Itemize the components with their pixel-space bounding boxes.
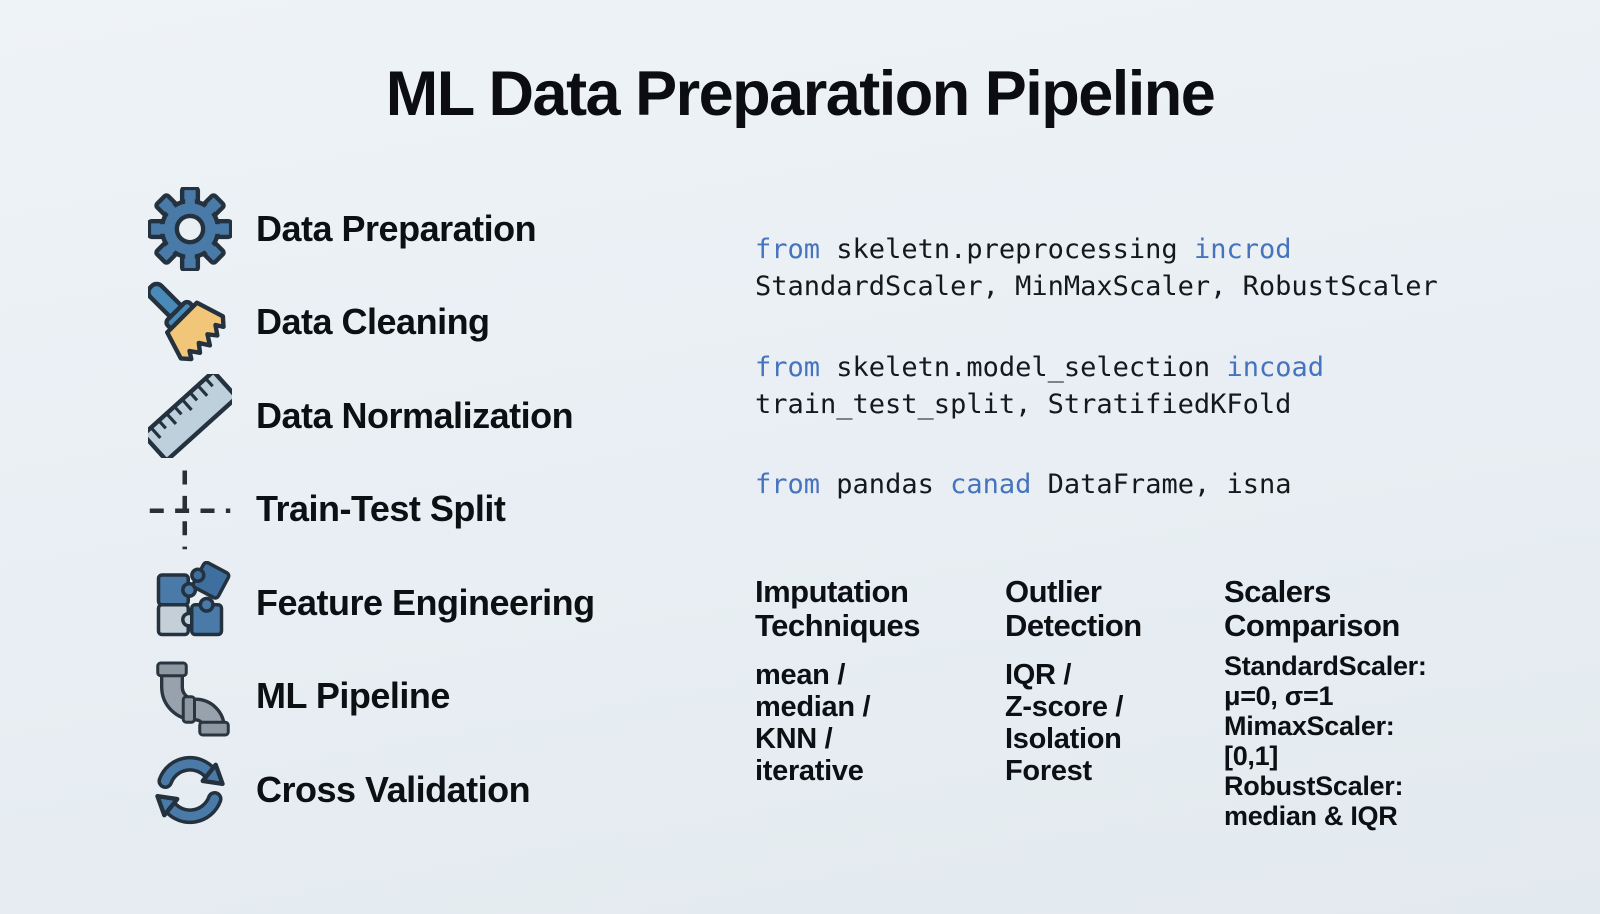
column-line: KNN / [755, 723, 833, 755]
pipeline-item-data-normalization: Data Normalization [148, 369, 595, 463]
column-line: median / [755, 691, 871, 723]
pipeline-item-label: Data Normalization [256, 394, 574, 436]
pipeline-item-feature-engineering: Feature Engineering [148, 556, 595, 650]
column-body: mean / median / KNN / iterative [755, 659, 1000, 787]
column-line: Forest [1005, 755, 1092, 787]
sync-arrows-icon [148, 748, 232, 832]
column-line: Isolation [1005, 723, 1122, 755]
code-module: pandas [836, 469, 934, 500]
pipeline-item-ml-pipeline: ML Pipeline [148, 650, 595, 744]
pipeline-item-train-test-split: Train-Test Split [148, 463, 595, 557]
column-scalers-comparison: Scalers Comparison StandardScaler: μ=0, … [1224, 574, 1494, 832]
column-header: Scalers Comparison [1224, 574, 1400, 643]
code-keyword: from [755, 352, 821, 383]
split-crosshair-icon [148, 467, 232, 551]
column-body: StandardScaler: μ=0, σ=1 MimaxScaler: [0… [1224, 651, 1494, 831]
column-line: IQR / [1005, 659, 1072, 691]
code-block-preprocessing: from skeletn.preprocessing incrod Standa… [755, 231, 1438, 305]
code-block-pandas: from pandas canad DataFrame, isna [755, 466, 1292, 503]
column-header: Imputation Techniques [755, 574, 920, 643]
column-body: IQR / Z-score / Isolation Forest [1005, 659, 1220, 787]
code-keyword: canad [950, 469, 1032, 500]
pipeline-item-label: Cross Validation [256, 768, 531, 810]
ruler-icon [148, 373, 232, 458]
pipeline-item-label: Data Cleaning [256, 301, 490, 343]
code-line: from skeletn.model_selection incoad [755, 349, 1324, 386]
pipeline-list: Data Preparation Data Cleaning [148, 182, 595, 837]
code-keyword: from [755, 469, 821, 500]
column-outlier-detection: Outlier Detection IQR / Z-score / Isolat… [1005, 574, 1220, 788]
pipeline-item-data-cleaning: Data Cleaning [148, 276, 595, 370]
pipeline-item-cross-validation: Cross Validation [148, 743, 595, 837]
code-line: from pandas canad DataFrame, isna [755, 466, 1292, 503]
code-imports: DataFrame, isna [1047, 469, 1292, 500]
puzzle-icon [148, 560, 232, 645]
column-line: RobustScaler: [1224, 771, 1404, 801]
code-line: train_test_split, StratifiedKFold [755, 386, 1324, 423]
code-keyword: incoad [1226, 352, 1324, 383]
code-module: skeletn.model_selection [836, 352, 1211, 383]
broom-icon [148, 280, 232, 364]
column-header: Outlier Detection [1005, 574, 1142, 643]
pipeline-item-label: ML Pipeline [256, 675, 450, 717]
code-line: from skeletn.preprocessing incrod [755, 231, 1438, 268]
page-title: ML Data Preparation Pipeline [385, 59, 1216, 129]
code-line: StandardScaler, MinMaxScaler, RobustScal… [755, 268, 1438, 305]
code-imports: StandardScaler, MinMaxScaler, RobustScal… [755, 271, 1438, 302]
code-keyword: incrod [1193, 234, 1292, 265]
column-imputation-techniques: Imputation Techniques mean / median / KN… [755, 574, 1000, 788]
pipe-icon [148, 654, 232, 738]
code-block-model-selection: from skeletn.model_selection incoad trai… [755, 349, 1324, 423]
column-line: mean / [755, 659, 846, 691]
pipeline-item-data-preparation: Data Preparation [148, 182, 595, 276]
gear-icon [148, 187, 232, 271]
column-line: μ=0, σ=1 [1224, 681, 1334, 711]
code-module: skeletn.preprocessing [836, 234, 1178, 265]
pipeline-item-label: Data Preparation [256, 207, 537, 249]
column-line: iterative [755, 755, 864, 787]
column-line: MimaxScaler: [1224, 711, 1395, 741]
pipeline-item-label: Train-Test Split [256, 488, 506, 530]
column-line: StandardScaler: [1224, 651, 1427, 681]
code-keyword: from [755, 234, 821, 265]
column-line: [0,1] [1224, 741, 1279, 771]
column-line: median & IQR [1224, 801, 1398, 831]
column-line: Z-score / [1005, 691, 1124, 723]
pipeline-item-label: Feature Engineering [256, 581, 595, 623]
code-imports: train_test_split, StratifiedKFold [755, 389, 1292, 420]
